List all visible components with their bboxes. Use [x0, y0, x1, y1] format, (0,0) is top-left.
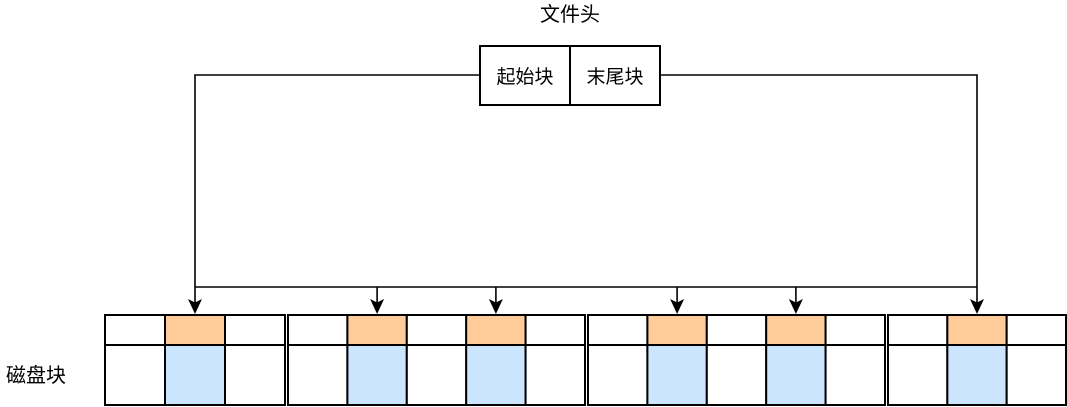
disk-cell-top-highlighted [164, 314, 226, 346]
disk-cell-bottom [224, 344, 286, 406]
disk-cell-top [224, 314, 286, 346]
connector-line [661, 74, 978, 303]
disk-cell-bottom [1005, 344, 1067, 406]
down-arrow [670, 299, 685, 314]
disk-cell-bottom [824, 344, 886, 406]
disk-cell-bottom-highlighted [765, 344, 827, 406]
disk-cell-top-highlighted [346, 314, 408, 346]
disk-cell-top-highlighted [946, 314, 1008, 346]
disk-cell-bottom-highlighted [646, 344, 708, 406]
disk-cell-top [104, 314, 166, 346]
down-arrow [788, 299, 803, 314]
disk-cell-bottom [405, 344, 468, 406]
end-block-cell: 末尾块 [569, 47, 659, 104]
disk-cell-bottom [524, 344, 586, 406]
disk-cell-bottom-highlighted [346, 344, 408, 406]
disk-cell-top [405, 314, 468, 346]
disk-cell-top [887, 314, 949, 346]
disk-blocks-table [104, 314, 1067, 406]
disk-blocks-label: 磁盘块 [6, 365, 66, 387]
down-arrow [970, 299, 984, 314]
disk-cell-top-highlighted [765, 314, 827, 346]
down-arrow [488, 299, 503, 314]
disk-cell-bottom [587, 344, 649, 406]
file-header-title: 文件头 [540, 4, 600, 26]
start-block-cell: 起始块 [496, 67, 554, 88]
file-header-box: 起始块 末尾块 [479, 45, 661, 106]
down-arrows [188, 299, 984, 314]
disk-cell-bottom [887, 344, 949, 406]
disk-cell-bottom [287, 344, 349, 406]
disk-cell-top [587, 314, 649, 346]
disk-cell-top [824, 314, 886, 346]
connector-lines [194, 74, 978, 303]
disk-cell-bottom [104, 344, 166, 406]
disk-cell-top [705, 314, 768, 346]
disk-cell-bottom-highlighted [946, 344, 1008, 406]
disk-cell-top-highlighted [646, 314, 708, 346]
down-arrow [188, 299, 202, 314]
disk-cell-bottom-highlighted [465, 344, 527, 406]
disk-cell-top-highlighted [465, 314, 527, 346]
connector-line [194, 74, 479, 303]
disk-cell-top [1005, 314, 1067, 346]
disk-cell-top [287, 314, 349, 346]
down-arrow [370, 299, 385, 314]
disk-cell-top [524, 314, 586, 346]
disk-cell-bottom [705, 344, 768, 406]
disk-cell-bottom-highlighted [164, 344, 226, 406]
